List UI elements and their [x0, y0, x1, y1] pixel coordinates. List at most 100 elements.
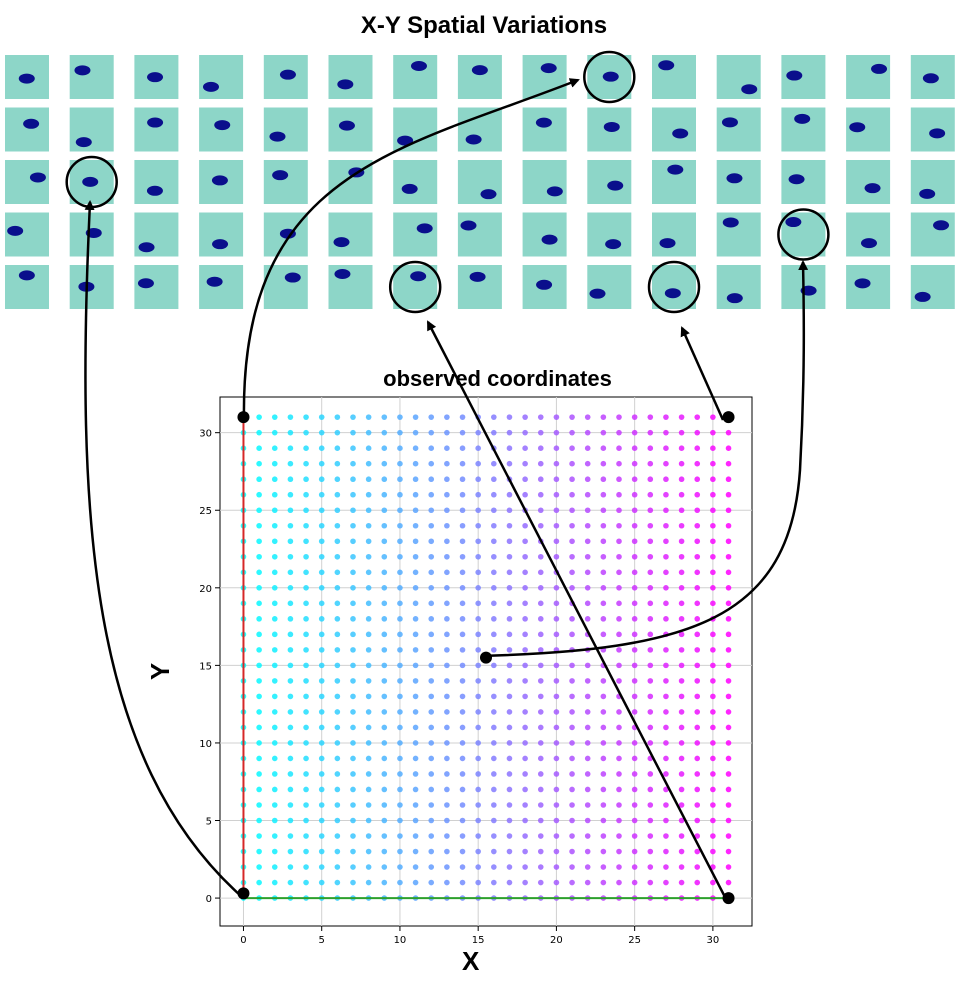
data-point — [428, 600, 435, 607]
data-point — [678, 631, 685, 638]
data-point — [537, 538, 544, 545]
data-point — [506, 445, 513, 451]
thumbnail-tile — [587, 212, 632, 257]
data-point — [475, 709, 481, 715]
data-point — [256, 724, 262, 731]
data-point — [365, 678, 372, 684]
data-point — [584, 553, 591, 560]
data-point — [334, 693, 341, 700]
data-point — [459, 817, 466, 824]
thumbnail-blob — [605, 239, 622, 250]
data-point — [444, 553, 450, 560]
data-point — [600, 522, 607, 529]
data-point — [459, 600, 466, 607]
data-point — [475, 879, 481, 886]
data-point — [491, 879, 497, 886]
thumbnail-blob — [279, 69, 296, 80]
data-point — [663, 507, 669, 514]
data-point — [381, 647, 388, 653]
data-point — [725, 833, 732, 839]
data-point — [381, 460, 388, 467]
data-point — [631, 460, 638, 467]
data-point — [725, 538, 732, 545]
data-point — [350, 771, 356, 777]
data-point — [616, 755, 622, 762]
data-point — [678, 786, 685, 793]
data-point — [271, 724, 278, 731]
data-point — [397, 476, 403, 483]
data-point — [569, 631, 575, 638]
data-point — [381, 802, 388, 808]
data-point — [428, 429, 435, 436]
data-point — [365, 553, 372, 560]
data-point — [647, 476, 654, 483]
data-point — [537, 569, 544, 576]
data-point — [444, 693, 450, 700]
data-point — [287, 740, 294, 746]
data-point — [710, 476, 716, 483]
data-point — [365, 724, 372, 731]
x-tick-label: 0 — [240, 935, 246, 946]
data-point — [318, 414, 325, 420]
highlight-circle — [583, 50, 636, 104]
data-point — [522, 709, 528, 715]
data-point — [553, 414, 560, 420]
data-point — [694, 569, 701, 576]
data-point — [491, 460, 497, 467]
data-point — [616, 616, 622, 622]
thumbnail-blob — [658, 60, 675, 71]
data-point — [365, 879, 372, 886]
data-point — [334, 662, 341, 669]
thumbnail-blob — [471, 65, 488, 76]
data-point — [616, 771, 622, 777]
data-point — [271, 802, 278, 808]
data-point — [584, 724, 591, 731]
data-point — [271, 662, 278, 669]
data-point — [553, 460, 560, 467]
data-point — [647, 414, 654, 420]
data-point — [334, 678, 341, 684]
data-point — [663, 585, 669, 591]
data-point — [334, 817, 341, 824]
data-point — [428, 414, 435, 420]
data-point — [537, 600, 544, 607]
data-point — [553, 569, 560, 576]
data-point — [303, 585, 309, 591]
data-point — [491, 709, 497, 715]
data-point — [318, 476, 325, 483]
data-point — [616, 460, 622, 467]
data-point — [428, 678, 435, 684]
data-point — [647, 864, 654, 870]
data-point — [365, 476, 372, 483]
data-point — [584, 709, 591, 715]
thumbnail-blob — [933, 220, 950, 231]
data-point — [584, 647, 591, 653]
thumbnail-blob — [410, 60, 427, 71]
data-point — [694, 755, 701, 762]
data-point — [459, 864, 466, 870]
data-point — [537, 771, 544, 777]
data-point — [537, 491, 544, 498]
data-point — [318, 771, 325, 777]
data-point — [256, 879, 262, 886]
data-point — [397, 600, 403, 607]
data-point — [491, 755, 497, 762]
data-point — [647, 662, 654, 669]
data-point — [475, 662, 481, 669]
thumbnail-tile — [652, 212, 696, 257]
data-point — [444, 460, 450, 467]
data-point — [553, 538, 560, 545]
data-point — [553, 864, 560, 870]
data-point — [475, 569, 481, 576]
data-point — [663, 414, 669, 420]
data-point — [318, 709, 325, 715]
data-point — [694, 693, 701, 700]
data-point — [459, 693, 466, 700]
data-point — [569, 771, 575, 777]
data-point — [334, 429, 341, 436]
data-point — [459, 414, 466, 420]
data-point — [725, 647, 732, 653]
data-point — [256, 740, 262, 746]
thumbnail-blob — [211, 175, 228, 186]
